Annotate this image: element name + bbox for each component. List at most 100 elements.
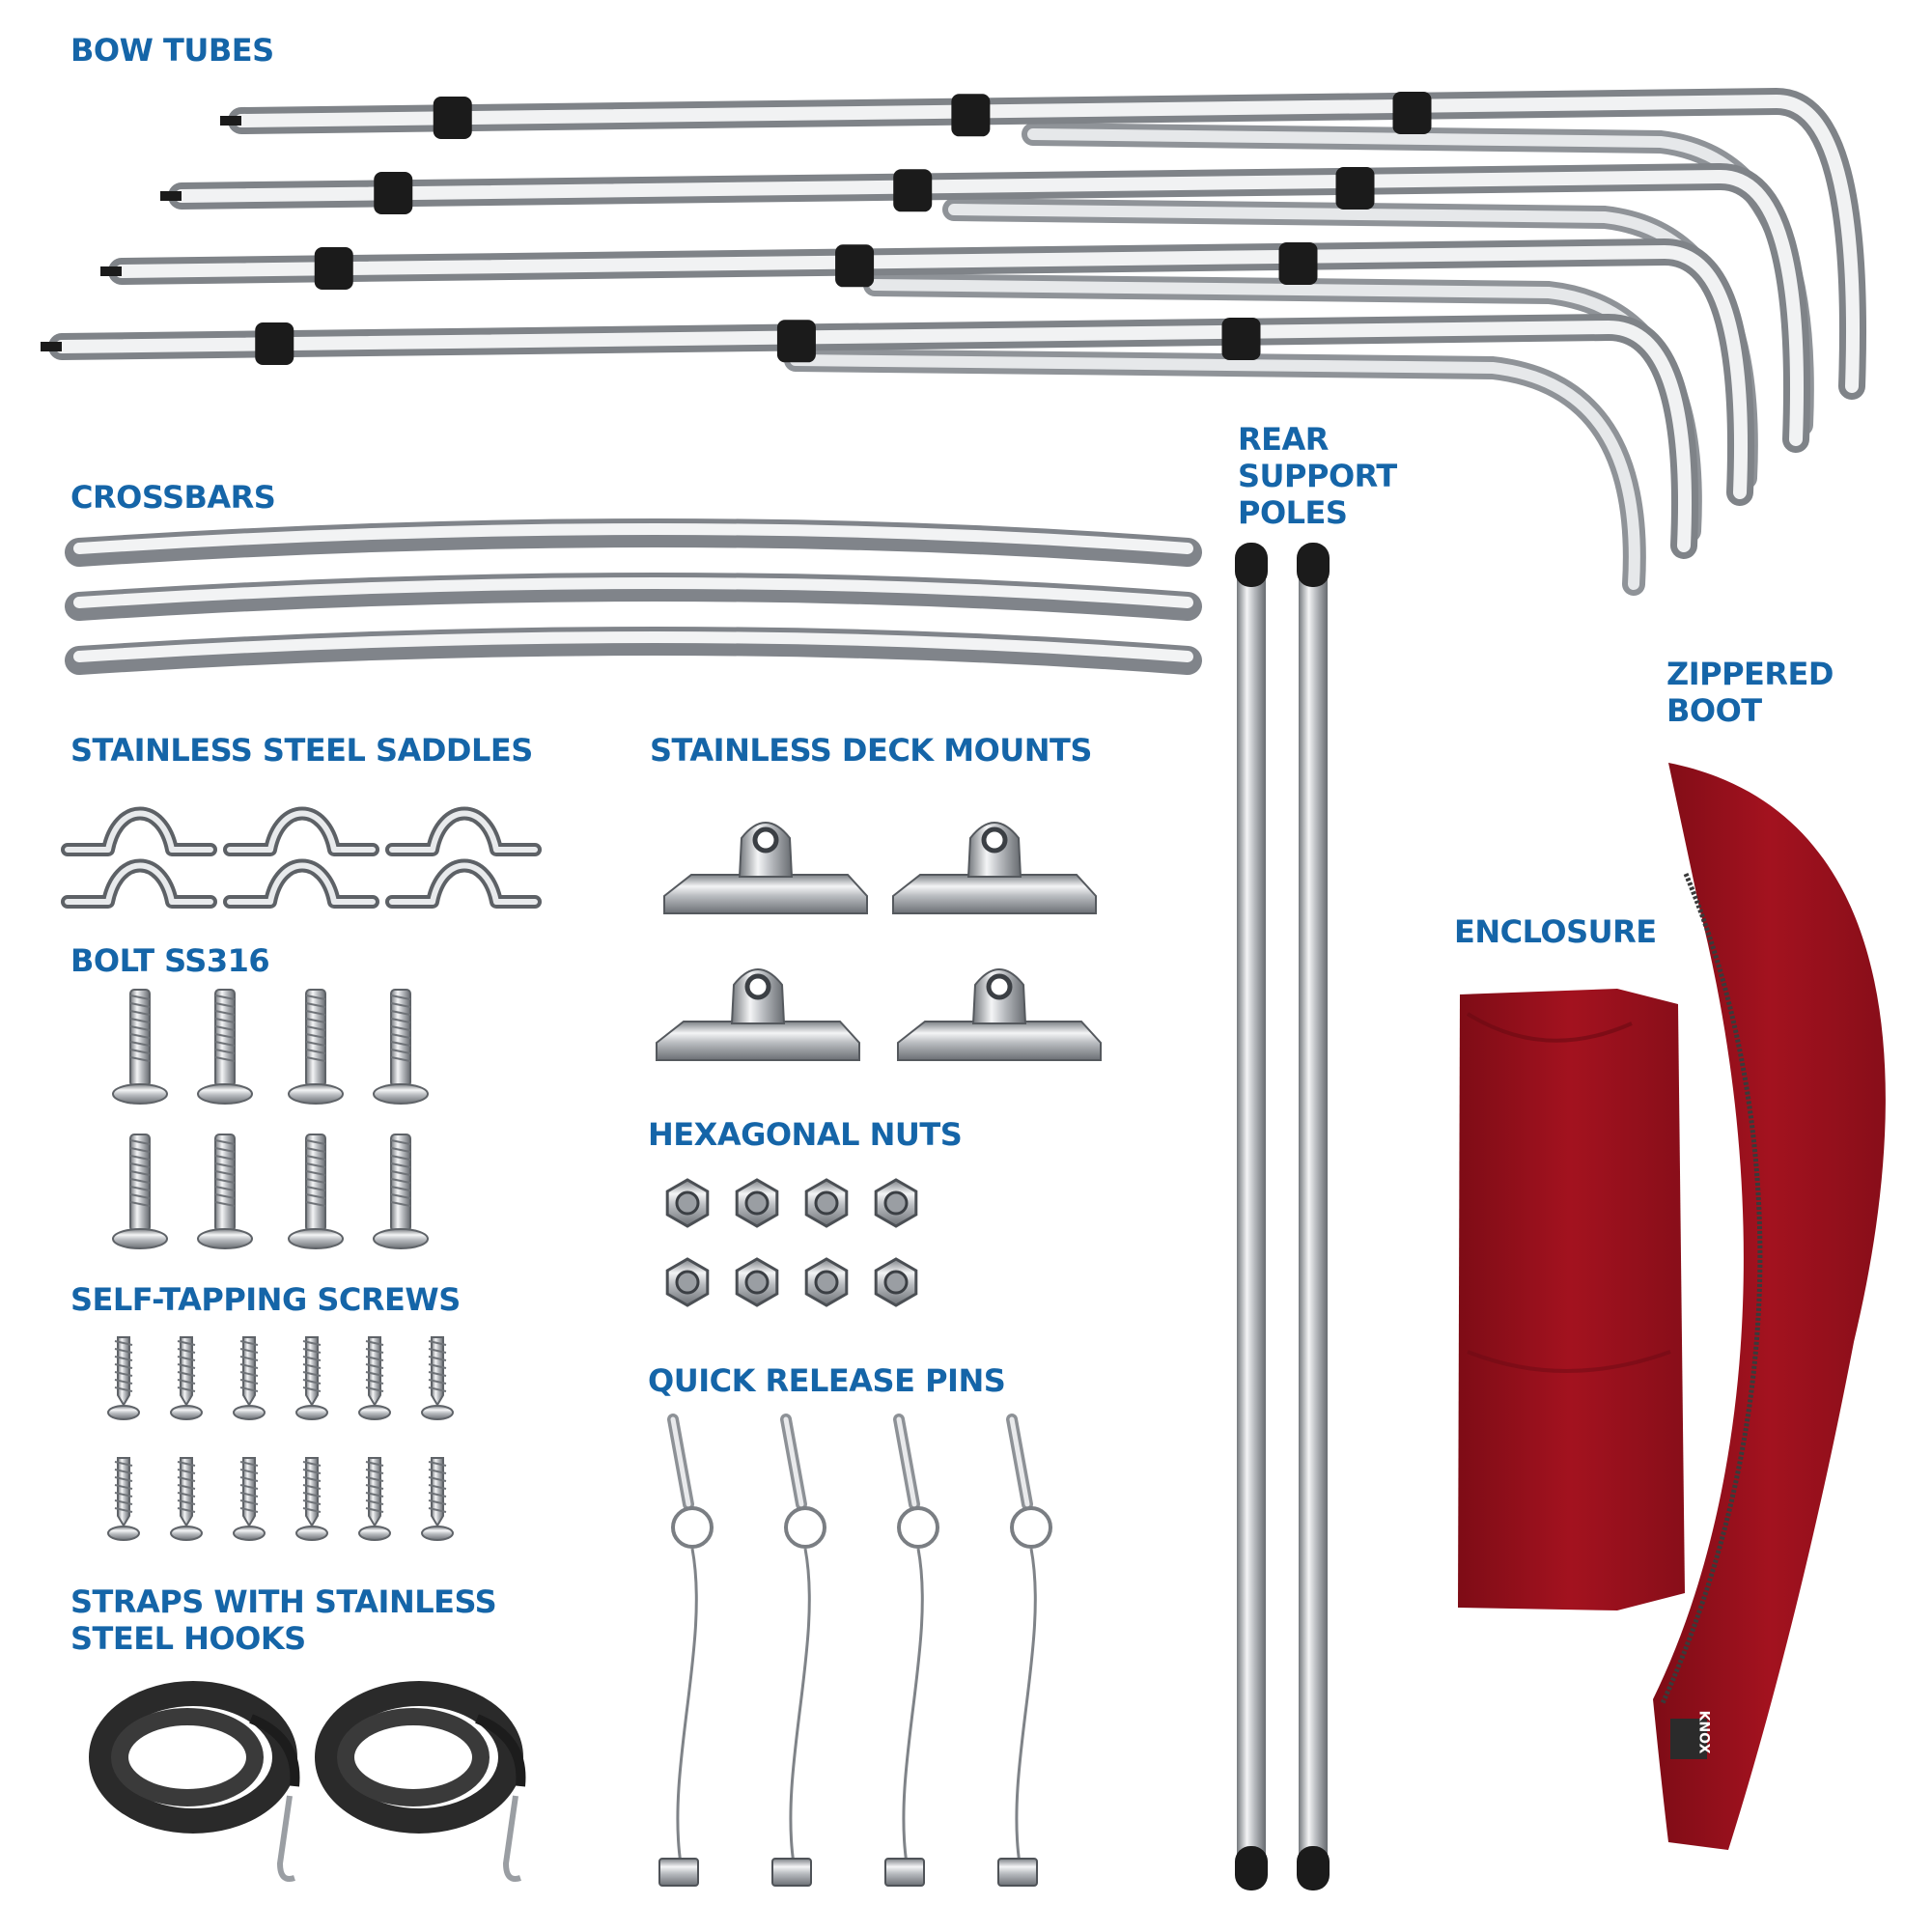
screw [233, 1336, 266, 1420]
bolt-thread [305, 1155, 326, 1161]
hex-nut [804, 1178, 849, 1228]
screw-thread [365, 1363, 384, 1369]
screw-thread [428, 1492, 447, 1498]
crossbar [65, 627, 1202, 675]
bolt-thread [214, 1193, 236, 1199]
screw [295, 1457, 328, 1541]
screw-shank [117, 1336, 130, 1407]
label-straps-with-hooks: STRAPS WITH STAINLESS STEEL HOOKS [70, 1583, 497, 1657]
screw-thread [428, 1461, 447, 1467]
hex-nut [665, 1257, 710, 1307]
screw-thread [177, 1499, 196, 1505]
enclosure-fabric [1458, 989, 1685, 1610]
bolt-thread [305, 1056, 326, 1062]
screw-shank [368, 1457, 381, 1527]
bolt-thread [129, 1162, 151, 1168]
crossbar-highlight [73, 577, 1193, 608]
bolt-thread [390, 1049, 411, 1054]
screw-thread [114, 1476, 133, 1482]
quick-release-pin [997, 1414, 1052, 1887]
hex-nut [665, 1178, 710, 1228]
bolts-ss316 [112, 989, 429, 1249]
bow-tube-end-plug [100, 266, 122, 276]
pin-ring [671, 1506, 714, 1549]
pin-shaft-highlight [783, 1416, 804, 1507]
deck-mount-hole [986, 973, 1013, 1000]
bolt-thread [305, 1033, 326, 1039]
bolt-thread [214, 1049, 236, 1054]
crossbar [65, 573, 1202, 621]
screw-thread [428, 1386, 447, 1392]
screw-thread [114, 1356, 133, 1361]
saddle-shadow [61, 858, 217, 909]
bolt-thread [390, 1025, 411, 1031]
strap-coil-inner [337, 1708, 490, 1806]
bolt-thread [390, 1178, 411, 1184]
bolt-thread [129, 1178, 151, 1184]
bolt-thread [214, 1010, 236, 1016]
pole-cap-top [1297, 543, 1330, 587]
bolt-head [197, 1083, 253, 1105]
pin-shaft-highlight [896, 1416, 917, 1507]
bow-tube-fitting [1278, 242, 1318, 285]
screw-thread [114, 1371, 133, 1377]
screw-thread [177, 1476, 196, 1482]
screw-thread [302, 1469, 322, 1474]
screw-thread [239, 1340, 259, 1346]
screw-thread [365, 1484, 384, 1490]
quick-release-pin [658, 1414, 714, 1887]
bolt-thread [129, 1033, 151, 1039]
stainless-deck-mounts [656, 822, 1102, 1061]
pin-ring [897, 1506, 939, 1549]
screw-thread [365, 1507, 384, 1513]
screw [170, 1457, 203, 1541]
screw-thread [365, 1476, 384, 1482]
strap-buckle [475, 1714, 526, 1787]
bolt-thread [214, 994, 236, 1000]
zippered-boot [1653, 763, 1886, 1850]
pole-cap-bottom [1235, 1846, 1268, 1890]
screw-thread [365, 1340, 384, 1346]
screw-head [233, 1405, 266, 1420]
strap [89, 1681, 300, 1882]
screw-thread [302, 1363, 322, 1369]
straps-with-hooks [89, 1681, 526, 1882]
screw-head [358, 1526, 391, 1541]
screw-thread [302, 1340, 322, 1346]
saddle [65, 862, 213, 905]
bolt-thread [390, 1155, 411, 1161]
pin-ring [1010, 1506, 1052, 1549]
bolt-thread [305, 1010, 326, 1016]
screw-thread [177, 1469, 196, 1474]
bolt-thread [129, 1049, 151, 1054]
hex-nut-hole [814, 1270, 839, 1295]
enclosure-bag [1458, 989, 1685, 1610]
screw-thread [302, 1356, 322, 1361]
saddle-shadow [385, 806, 542, 856]
screw-thread [177, 1461, 196, 1467]
screw-thread [114, 1499, 133, 1505]
screw-thread [239, 1461, 259, 1467]
screw-head [107, 1526, 140, 1541]
screw-thread [365, 1469, 384, 1474]
label-stainless-deck-mounts: STAINLESS DECK MOUNTS [650, 732, 1092, 769]
bolt-thread [129, 1025, 151, 1031]
screw-thread [302, 1492, 322, 1498]
screw-head [421, 1405, 454, 1420]
label-enclosure: ENCLOSURE [1454, 913, 1657, 950]
bolt [112, 1134, 168, 1249]
bow-tube-end-plug [41, 342, 62, 351]
boot-zipper [1660, 873, 1763, 1705]
screw-thread [177, 1507, 196, 1513]
bolt-thread [390, 1193, 411, 1199]
saddle-shadow [223, 858, 379, 909]
pin-lanyard [902, 1548, 924, 1864]
bolt-thread [214, 1002, 236, 1008]
screw-thread [239, 1469, 259, 1474]
screw-thread [239, 1379, 259, 1385]
screw [358, 1336, 391, 1420]
bolt-thread [305, 1170, 326, 1176]
bolt-thread [390, 1041, 411, 1047]
